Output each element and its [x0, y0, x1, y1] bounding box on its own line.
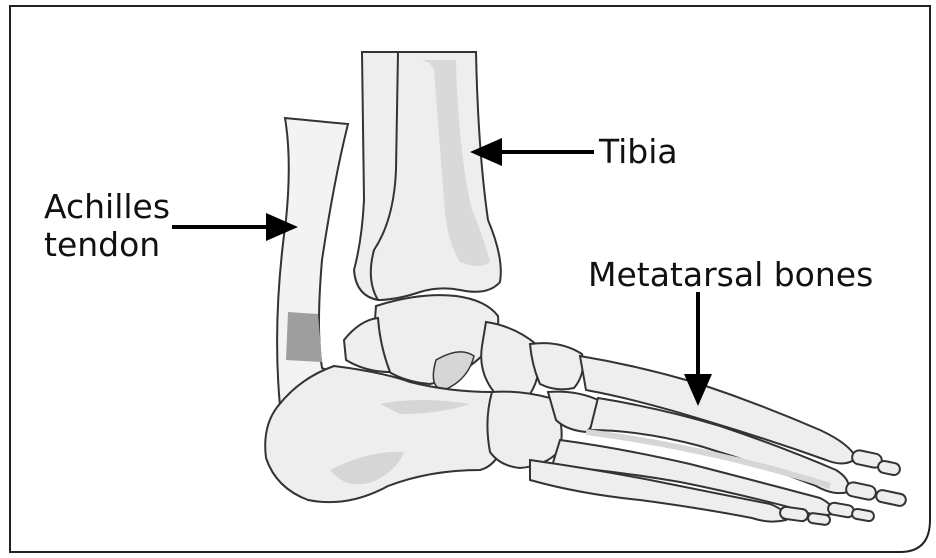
- achilles-label-line2: tendon: [44, 226, 170, 264]
- tendon-injury-area: [286, 312, 322, 362]
- achilles-label-line1: Achilles: [44, 188, 170, 226]
- achilles-tendon-label: Achilles tendon: [44, 188, 170, 264]
- tibia-label: Tibia: [599, 133, 678, 171]
- metatarsal-bones-label: Metatarsal bones: [588, 256, 873, 294]
